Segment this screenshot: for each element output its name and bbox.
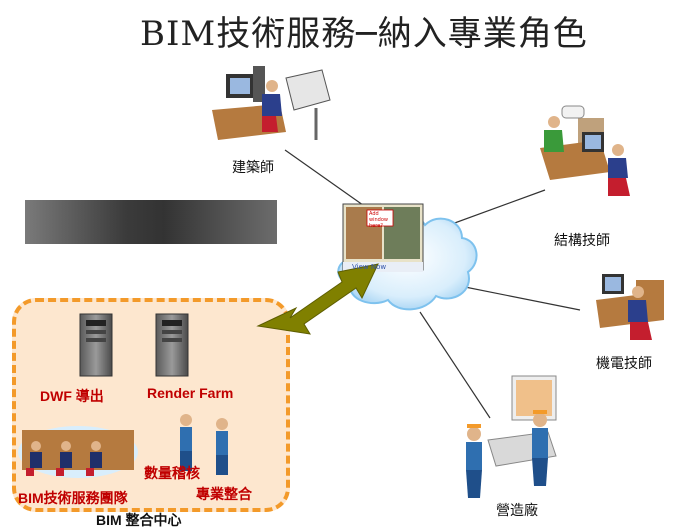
architect-label: 建築師 (232, 160, 274, 176)
render-farm-label: Render Farm (147, 385, 234, 401)
mep-figure-icon (596, 274, 664, 340)
bim-team-label: BIM技術服務團隊 (18, 490, 128, 506)
screen-note: Add window here? (369, 211, 388, 229)
contractor-figure-icon (466, 375, 557, 498)
integration-label: 專業整合 (196, 486, 252, 502)
structural-figure-icon (540, 105, 630, 196)
gradient-bar (25, 200, 277, 244)
quantity-audit-label: 數量稽核 (144, 465, 200, 481)
server-icon (79, 313, 113, 377)
structural-engineer-label: 結構技師 (554, 233, 610, 249)
line-contractor (419, 311, 491, 419)
line-architect (284, 149, 371, 211)
double-arrow-icon (256, 263, 379, 335)
cloud-screen-icon (342, 203, 424, 272)
workers-icon (180, 414, 228, 475)
bim-hub-label: BIM 整合中心 (96, 512, 182, 528)
mep-engineer-label: 機電技師 (596, 356, 652, 372)
dwf-export-label: DWF 導出 (40, 388, 104, 404)
page-title: BIM技術服務─納入專業角色 (140, 14, 588, 54)
team-cubicles-icon (18, 426, 138, 478)
architect-figure-icon (212, 66, 331, 140)
server-icon (155, 313, 189, 377)
line-mep (454, 284, 581, 311)
view-now-link: View Now (352, 263, 387, 271)
contractor-label: 營造廠 (496, 503, 538, 519)
